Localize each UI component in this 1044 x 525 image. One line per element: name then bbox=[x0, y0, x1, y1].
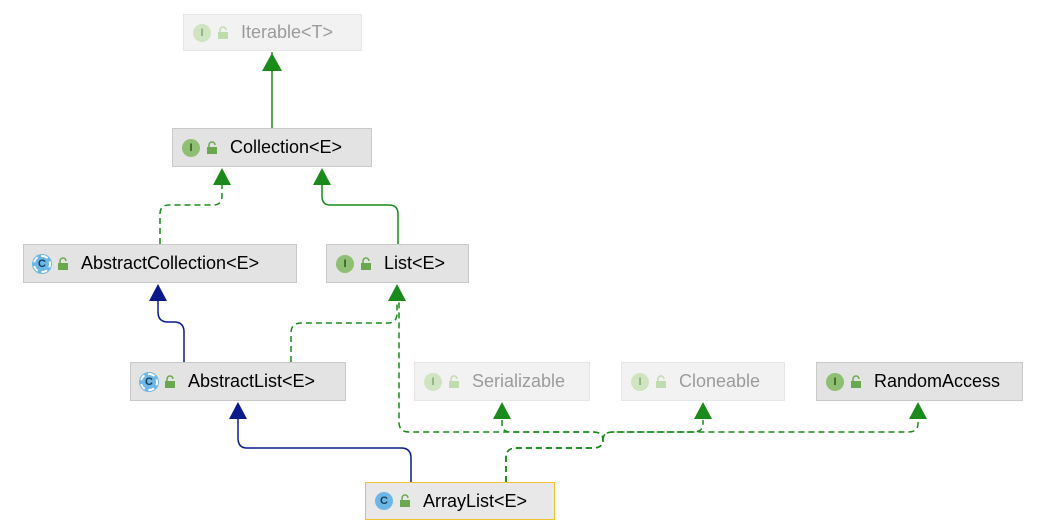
unlock-icon bbox=[400, 494, 410, 507]
node-serializable[interactable]: I Serializable bbox=[414, 362, 590, 401]
unlock-icon bbox=[656, 374, 666, 388]
edge-abstractcollection-collection bbox=[159, 170, 223, 244]
unlock-icon bbox=[361, 256, 371, 270]
edge-arraylist-serializable bbox=[501, 420, 604, 482]
node-abstractcollection[interactable]: C AbstractCollection<E> bbox=[23, 244, 297, 283]
node-arraylist[interactable]: C ArrayList<E> bbox=[365, 482, 555, 520]
node-label: List<E> bbox=[384, 253, 446, 273]
edge-arraylist-randomaccess bbox=[602, 420, 919, 441]
interface-icon: I bbox=[826, 372, 844, 391]
interface-icon: I bbox=[424, 372, 442, 391]
unlock-icon bbox=[207, 140, 217, 154]
edge-list-collection bbox=[321, 170, 399, 244]
node-label: Collection<E> bbox=[230, 137, 343, 157]
arrowhead-randomaccess bbox=[909, 402, 927, 419]
node-randomaccess[interactable]: I RandomAccess bbox=[816, 362, 1023, 401]
node-label: Iterable<T> bbox=[241, 22, 334, 42]
arrowhead-iterable bbox=[262, 53, 282, 71]
arrowhead-abstractlist bbox=[229, 402, 247, 419]
node-label: RandomAccess bbox=[874, 371, 1001, 391]
node-collection[interactable]: I Collection<E> bbox=[172, 128, 372, 167]
interface-icon: I bbox=[336, 254, 354, 273]
interface-icon: I bbox=[631, 372, 649, 391]
node-label: Serializable bbox=[472, 371, 566, 391]
node-abstractlist[interactable]: C AbstractList<E> bbox=[130, 362, 346, 401]
arrowhead-collection-right bbox=[313, 168, 331, 185]
arrowhead-cloneable bbox=[694, 402, 712, 419]
edge-arraylist-cloneable bbox=[505, 420, 704, 482]
abstract-class-icon: C bbox=[33, 254, 51, 273]
edge-arraylist-abstractlist bbox=[237, 404, 412, 482]
arrowhead-serializable bbox=[493, 402, 511, 419]
arrowhead-list bbox=[388, 284, 406, 301]
unlock-icon bbox=[218, 25, 228, 39]
node-list[interactable]: I List<E> bbox=[326, 244, 469, 283]
class-icon: C bbox=[375, 492, 393, 510]
node-label: ArrayList<E> bbox=[423, 490, 528, 511]
arrowhead-abstractcollection bbox=[149, 284, 167, 301]
unlock-icon bbox=[449, 374, 459, 388]
unlock-icon bbox=[58, 256, 68, 270]
node-iterable[interactable]: I Iterable<T> bbox=[183, 14, 362, 51]
edge-abstractlist-list bbox=[290, 286, 398, 362]
arrowhead-collection-left bbox=[213, 168, 231, 185]
node-label: AbstractCollection<E> bbox=[81, 253, 260, 273]
node-cloneable[interactable]: I Cloneable bbox=[621, 362, 785, 401]
abstract-class-icon: C bbox=[140, 372, 158, 391]
unlock-icon bbox=[851, 374, 861, 388]
node-label: Cloneable bbox=[679, 371, 761, 391]
edge-abstractlist-abstractcollection bbox=[157, 286, 185, 362]
node-label: AbstractList<E> bbox=[188, 371, 316, 391]
unlock-icon bbox=[165, 374, 175, 388]
interface-icon: I bbox=[182, 138, 200, 157]
interface-icon: I bbox=[193, 23, 211, 42]
